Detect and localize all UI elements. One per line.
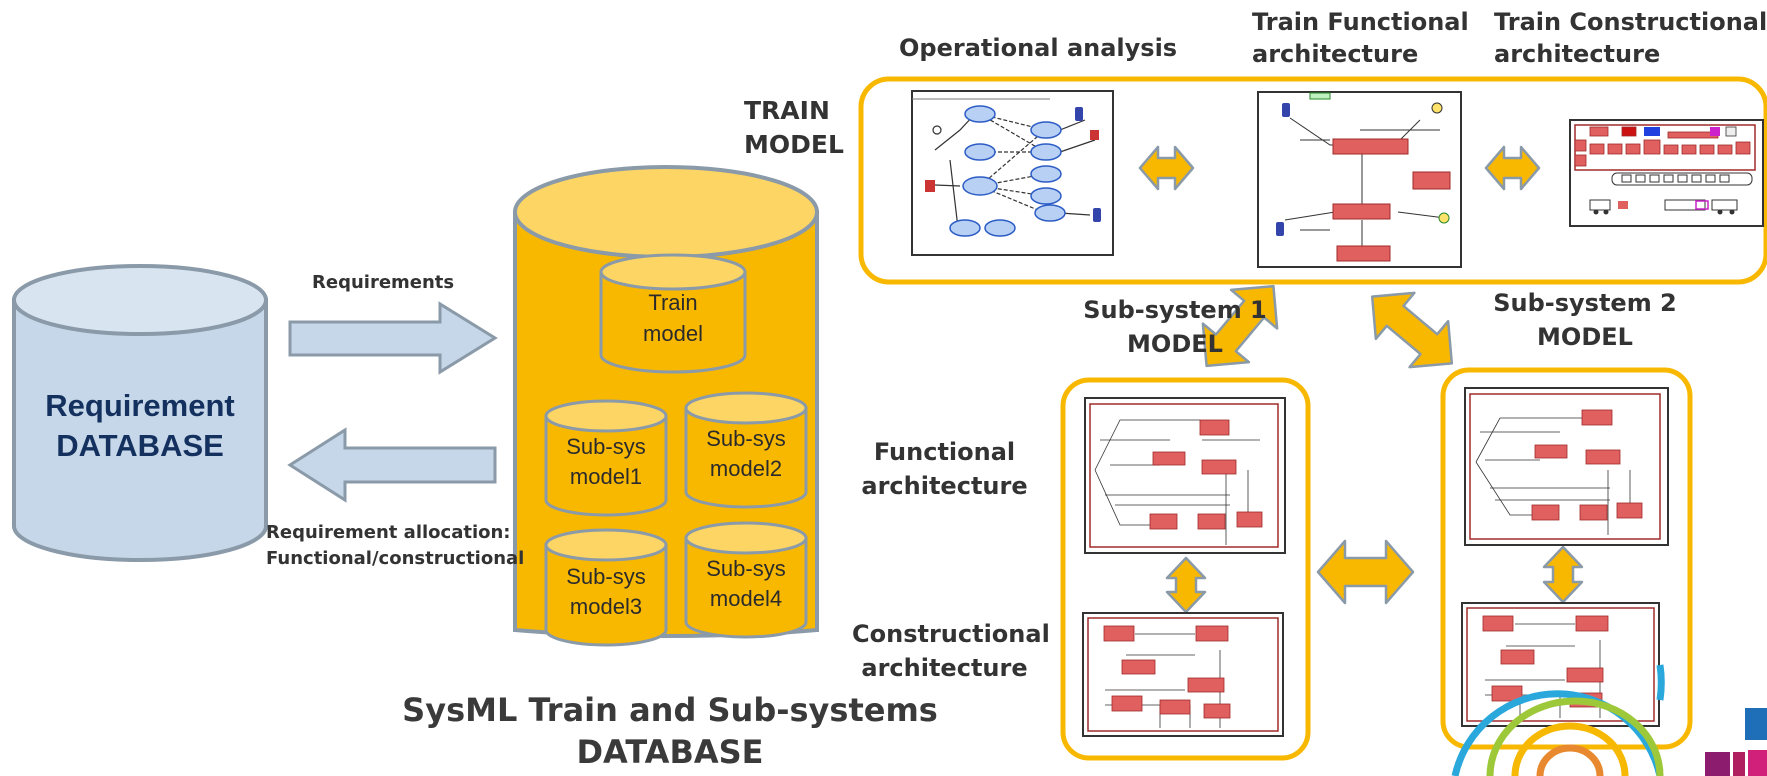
requirement-database-title: Requirement DATABASE: [14, 386, 266, 467]
requirement-allocation-label: Requirement allocation: Functional/const…: [266, 520, 524, 572]
train-constructional-diagram: [1569, 119, 1764, 227]
subsystem1-vertical-double-arrow: [1165, 556, 1207, 614]
constructional-architecture-label: Constructional architecture: [852, 618, 1050, 685]
constructional-line1: Constructional: [852, 620, 1050, 648]
train-model-cylinder: [599, 253, 747, 374]
subsystem1-frame: [1060, 377, 1311, 761]
train-model-label-line1: TRAIN: [744, 96, 830, 125]
subsystem2-vertical-double-arrow: [1542, 545, 1584, 604]
subsystem1-functional-diagram: [1084, 397, 1286, 554]
sysml-title-line2: DATABASE: [576, 732, 764, 771]
requirements-label: Requirements: [312, 272, 455, 293]
train-model-line2: model: [643, 320, 703, 346]
train-model-cylinder-label: Train model: [601, 288, 745, 350]
allocation-arrow: [287, 427, 497, 503]
train-functional-line2: architecture: [1252, 40, 1419, 69]
train-constructional-line1: Train Constructional: [1494, 8, 1767, 36]
train-constructional-line2: architecture: [1494, 40, 1661, 69]
subsystem2-functional-diagram: [1464, 387, 1669, 546]
train-functional-line1: Train Functional: [1252, 8, 1469, 36]
allocation-line1: Requirement allocation:: [266, 522, 511, 543]
operational-analysis-title: Operational analysis: [899, 34, 1178, 62]
sysml-database-title: SysML Train and Sub-systems DATABASE: [400, 690, 940, 773]
subsystem2-constructional-diagram: [1461, 602, 1660, 727]
subsystem1-constructional-diagram: [1082, 612, 1284, 737]
train-model-line1: Train: [648, 290, 698, 315]
functional-line2: architecture: [861, 471, 1028, 500]
subsys2-line1: Sub-sys: [706, 426, 786, 451]
requirements-arrow: [288, 301, 498, 375]
subsystem2-train-double-arrow: [1370, 291, 1454, 369]
operational-analysis-diagram: [911, 90, 1114, 256]
subsys-model4-cylinder: [684, 521, 808, 639]
train-functional-diagram: [1257, 91, 1462, 268]
logo-arcs: [1451, 664, 1665, 776]
subsystem1-line2: MODEL: [1127, 329, 1223, 358]
subsystem1-line1: Sub-system 1: [1083, 296, 1267, 324]
train-oa-fa-double-arrow: [1138, 145, 1195, 191]
train-model-label: TRAIN MODEL: [744, 94, 844, 162]
train-fa-ca-double-arrow: [1484, 145, 1541, 191]
subsys4-line2: model4: [709, 585, 783, 611]
subsys4-line1: Sub-sys: [706, 556, 786, 581]
train-model-frame: [858, 76, 1767, 285]
train-constructional-title: Train Constructional architecture: [1494, 6, 1767, 71]
subsystem1-title: Sub-system 1 MODEL: [1080, 294, 1270, 361]
functional-line1: Functional: [873, 438, 1016, 466]
subsys-model3-label: Sub-sys model3: [546, 562, 666, 621]
subsys-model4-label: Sub-sys model4: [686, 554, 806, 613]
allocation-line2: Functional/constructional: [266, 548, 525, 570]
subsys-model2-cylinder: [684, 391, 808, 509]
subsys-model3-cylinder: [544, 528, 668, 647]
subsys-model1-cylinder: [544, 399, 668, 517]
requirement-database-line1: Requirement: [45, 388, 235, 423]
requirement-database-line2: DATABASE: [56, 428, 224, 464]
subsystem1-subsystem2-double-arrow: [1316, 539, 1415, 605]
subsys3-line1: Sub-sys: [566, 564, 646, 589]
subsystem2-line2: MODEL: [1537, 322, 1633, 351]
train-model-label-line2: MODEL: [744, 129, 844, 159]
train-functional-title: Train Functional architecture: [1252, 6, 1469, 71]
subsys1-line1: Sub-sys: [566, 434, 646, 459]
logo-squares: [1705, 708, 1767, 776]
subsys3-line2: model3: [569, 593, 643, 619]
subsys2-line2: model2: [709, 455, 783, 481]
constructional-line2: architecture: [861, 653, 1028, 682]
subsys-model1-label: Sub-sys model1: [546, 432, 666, 491]
subsystem2-line1: Sub-system 2: [1493, 289, 1677, 317]
sysml-title-line1: SysML Train and Sub-systems: [402, 691, 938, 729]
subsystem1-train-double-arrow: [1201, 284, 1279, 368]
subsys1-line2: model1: [569, 463, 643, 489]
functional-architecture-label: Functional architecture: [857, 436, 1032, 503]
subsys-model2-label: Sub-sys model2: [686, 424, 806, 483]
subsystem2-title: Sub-system 2 MODEL: [1490, 287, 1680, 354]
requirement-database-cylinder: [12, 264, 268, 562]
